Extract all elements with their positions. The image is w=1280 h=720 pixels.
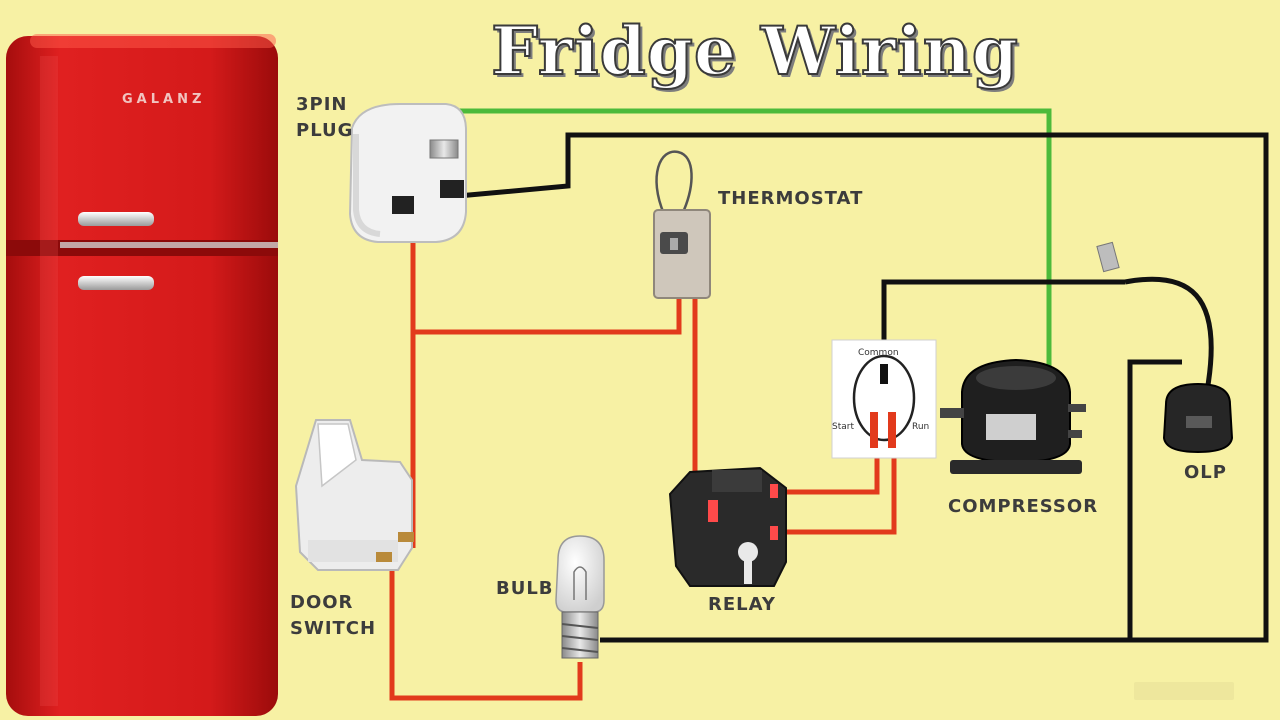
fridge-upper-handle [78,212,154,226]
door-switch [294,419,414,571]
label-olp: OLP [1184,462,1227,483]
thermostat [653,150,711,299]
wire-live-to-thermostat [413,298,682,335]
label-plug-line2: PLUG [296,120,354,141]
relay-socket-hole [738,542,758,562]
compressor-label-plate [986,414,1036,440]
door-switch-plunger [317,423,357,488]
label-plug: 3PIN PLUG [296,92,353,144]
terminal-start-pin [870,412,878,448]
plug-live-pin [392,196,414,214]
relay [668,466,787,587]
compressor [940,358,1086,474]
label-relay: RELAY [708,594,776,615]
terminal-label-start: Start [832,422,854,432]
wire-door-to-bulb [389,565,583,701]
label-compressor: COMPRESSOR [948,496,1099,517]
label-thermostat: THERMOSTAT [718,188,864,209]
fridge-image [6,34,278,716]
olp-connector [1096,241,1120,273]
label-plug-line1: 3PIN [296,94,348,115]
three-pin-plug [348,103,467,243]
label-door-line1: DOOR [290,592,354,613]
fridge-lower-handle [78,276,154,290]
plug-earth-pin [429,139,459,159]
diagram-title: Fridge Wiring [490,11,1019,91]
wire-olp-to-neutral [1127,359,1182,640]
terminal-label-common: Common [858,348,899,358]
wire-neutral-black [457,132,1269,643]
olp [1096,241,1234,454]
label-bulb: BULB [496,578,554,599]
fridge-brand-logo: GALANZ [122,92,206,107]
terminal-label-run: Run [912,422,930,432]
compressor-base [950,460,1082,474]
wire-common-to-olp [881,279,1125,365]
terminal-outline [852,354,916,442]
bulb-filament [573,566,587,600]
label-door-switch: DOOR SWITCH [290,590,376,642]
fridge-body [6,36,278,716]
terminal-run-pin [888,412,896,448]
label-door-line2: SWITCH [290,618,377,639]
plug-neutral-pin [440,180,464,198]
wire-olp-lead [1124,276,1214,386]
compressor-terminal-box [831,339,937,459]
bulb [555,535,605,659]
wires [389,108,1269,701]
terminal-common-pin [880,364,888,384]
thermostat-capillary [655,150,693,215]
